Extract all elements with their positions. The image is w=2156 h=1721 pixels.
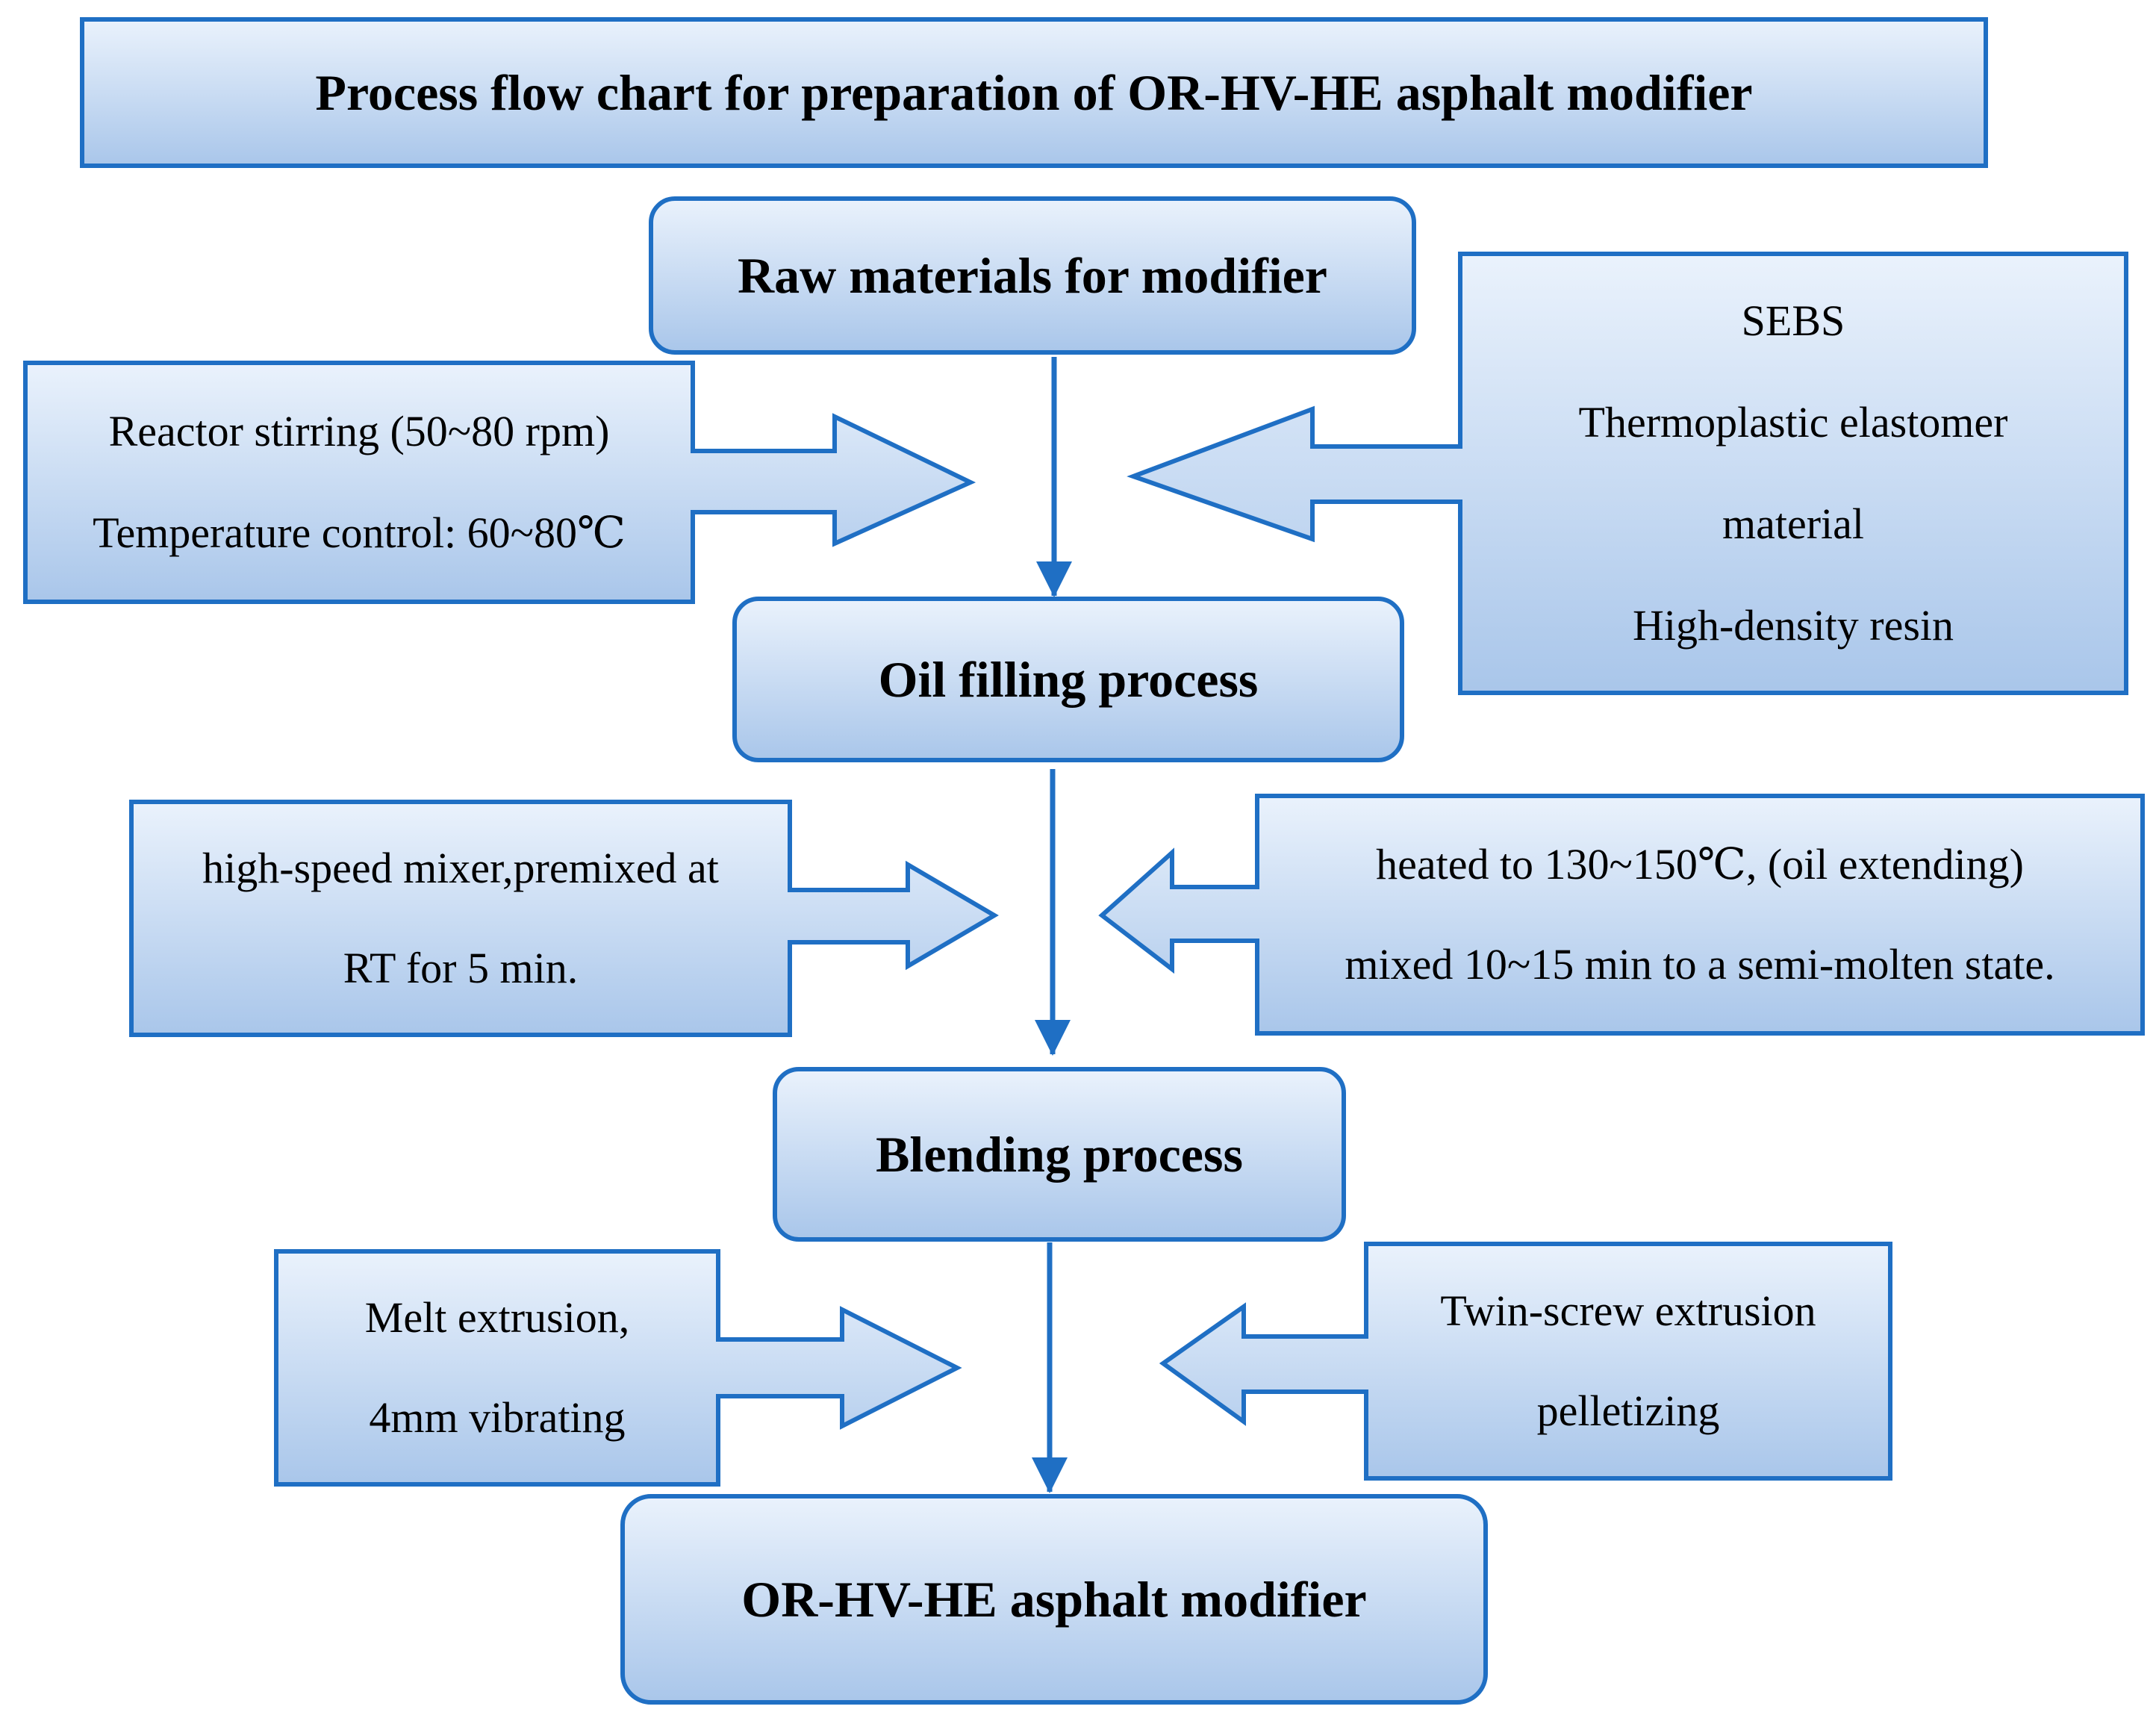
chart-title: Process flow chart for preparation of OR… bbox=[82, 19, 1986, 166]
stage-box-blending bbox=[773, 1067, 1346, 1242]
callout-heating: heated to 130~150℃, (oil extending) mixe… bbox=[1257, 796, 2143, 1033]
title-box bbox=[80, 17, 1988, 168]
callout-melt-extrusion-line-1: Melt extrusion, bbox=[364, 1293, 630, 1342]
stage-raw-materials: Raw materials for modifier bbox=[651, 199, 1414, 352]
callout-arrow-reactor-stirring-shape bbox=[23, 361, 976, 604]
chart-title-text: Process flow chart for preparation of OR… bbox=[315, 63, 1753, 121]
stage-box-final-product bbox=[620, 1494, 1488, 1705]
callout-twin-screw-line-1: Twin-screw extrusion bbox=[1440, 1286, 1816, 1335]
callout-materials-line-1: SEBS bbox=[1741, 296, 1845, 345]
callout-materials-line-4: High-density resin bbox=[1632, 601, 1954, 650]
stage-box-oil-filling bbox=[732, 597, 1404, 762]
callout-premix: high-speed mixer,premixed at RT for 5 mi… bbox=[131, 802, 790, 1035]
stage-final-product-label: OR-HV-HE asphalt modifier bbox=[741, 1570, 1367, 1628]
callout-reactor-stirring-line-1: Reactor stirring (50~80 rpm) bbox=[108, 407, 610, 455]
callout-heating-line-1: heated to 130~150℃, (oil extending) bbox=[1376, 840, 2024, 888]
callout-arrow-premix-shape bbox=[129, 800, 999, 1037]
callout-arrow-melt-extrusion-shape bbox=[274, 1249, 962, 1487]
stage-blending-label: Blending process bbox=[876, 1125, 1243, 1183]
callout-melt-extrusion: Melt extrusion, 4mm vibrating bbox=[276, 1251, 718, 1484]
stage-blending: Blending process bbox=[775, 1069, 1344, 1239]
callout-arrow-heating-shape bbox=[1098, 794, 2145, 1036]
callout-arrow-twin-screw-shape bbox=[1159, 1242, 1892, 1481]
stage-oil-filling-label: Oil filling process bbox=[878, 650, 1259, 708]
callout-premix-line-2: RT for 5 min. bbox=[343, 944, 579, 992]
callout-reactor-stirring: Reactor stirring (50~80 rpm) Temperature… bbox=[25, 363, 693, 602]
flow-arrowhead-blend-to-final bbox=[1032, 1457, 1068, 1493]
callout-arrow-materials-shape bbox=[1127, 252, 2128, 695]
callout-melt-extrusion-line-2: 4mm vibrating bbox=[369, 1393, 626, 1442]
flow-arrowhead-oil-to-blend bbox=[1035, 1020, 1071, 1056]
stage-oil-filling: Oil filling process bbox=[735, 599, 1402, 760]
callout-materials-line-2: Thermoplastic elastomer bbox=[1578, 398, 2008, 446]
callout-materials: SEBS Thermoplastic elastomer material Hi… bbox=[1460, 254, 2126, 693]
callout-reactor-stirring-line-2: Temperature control: 60~80℃ bbox=[93, 508, 626, 557]
callout-premix-line-1: high-speed mixer,premixed at bbox=[202, 844, 719, 892]
callout-materials-line-3: material bbox=[1722, 500, 1864, 548]
callout-twin-screw-line-2: pelletizing bbox=[1536, 1387, 1720, 1435]
callout-heating-line-2: mixed 10~15 min to a semi-molten state. bbox=[1345, 940, 2055, 989]
stage-raw-materials-label: Raw materials for modifier bbox=[738, 246, 1327, 304]
stage-box-raw-materials bbox=[649, 196, 1416, 355]
stage-final-product: OR-HV-HE asphalt modifier bbox=[623, 1496, 1486, 1702]
callout-twin-screw: Twin-screw extrusion pelletizing bbox=[1366, 1244, 1890, 1478]
flow-arrowhead-raw-to-oil bbox=[1036, 561, 1072, 597]
